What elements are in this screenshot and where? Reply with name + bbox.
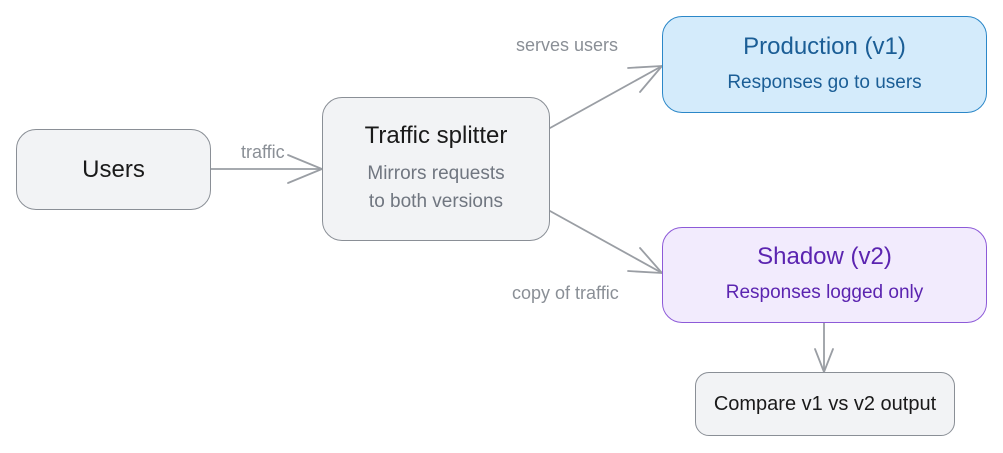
traffic-splitter-subtitle-line1: Mirrors requests xyxy=(367,163,505,184)
arrowhead-splitter-to-production xyxy=(627,64,665,93)
edge-splitter-to-shadow xyxy=(549,210,663,274)
shadow-node: Shadow (v2) Responses logged only xyxy=(662,227,987,323)
traffic-splitter-title: Traffic splitter xyxy=(364,122,508,149)
users-node: Users xyxy=(16,129,211,210)
production-subtitle: Responses go to users xyxy=(727,71,922,93)
shadow-title: Shadow (v2) xyxy=(757,243,892,270)
production-node: Production (v1) Responses go to users xyxy=(662,16,987,113)
edge-label-copy-of-traffic: copy of traffic xyxy=(512,283,619,303)
edge-splitter-to-production xyxy=(549,65,663,129)
edge-label-traffic: traffic xyxy=(241,142,285,162)
compare-title: Compare v1 vs v2 output xyxy=(713,392,937,415)
traffic-splitter-subtitle-line2: to both versions xyxy=(368,191,504,212)
compare-node: Compare v1 vs v2 output xyxy=(695,372,955,436)
traffic-splitter-node: Traffic splitter Mirrors requests to bot… xyxy=(322,97,550,241)
edge-label-serves-users: serves users xyxy=(516,35,619,55)
production-title: Production (v1) xyxy=(743,32,906,60)
shadow-subtitle: Responses logged only xyxy=(725,282,924,303)
users-node-title: Users xyxy=(82,155,145,183)
